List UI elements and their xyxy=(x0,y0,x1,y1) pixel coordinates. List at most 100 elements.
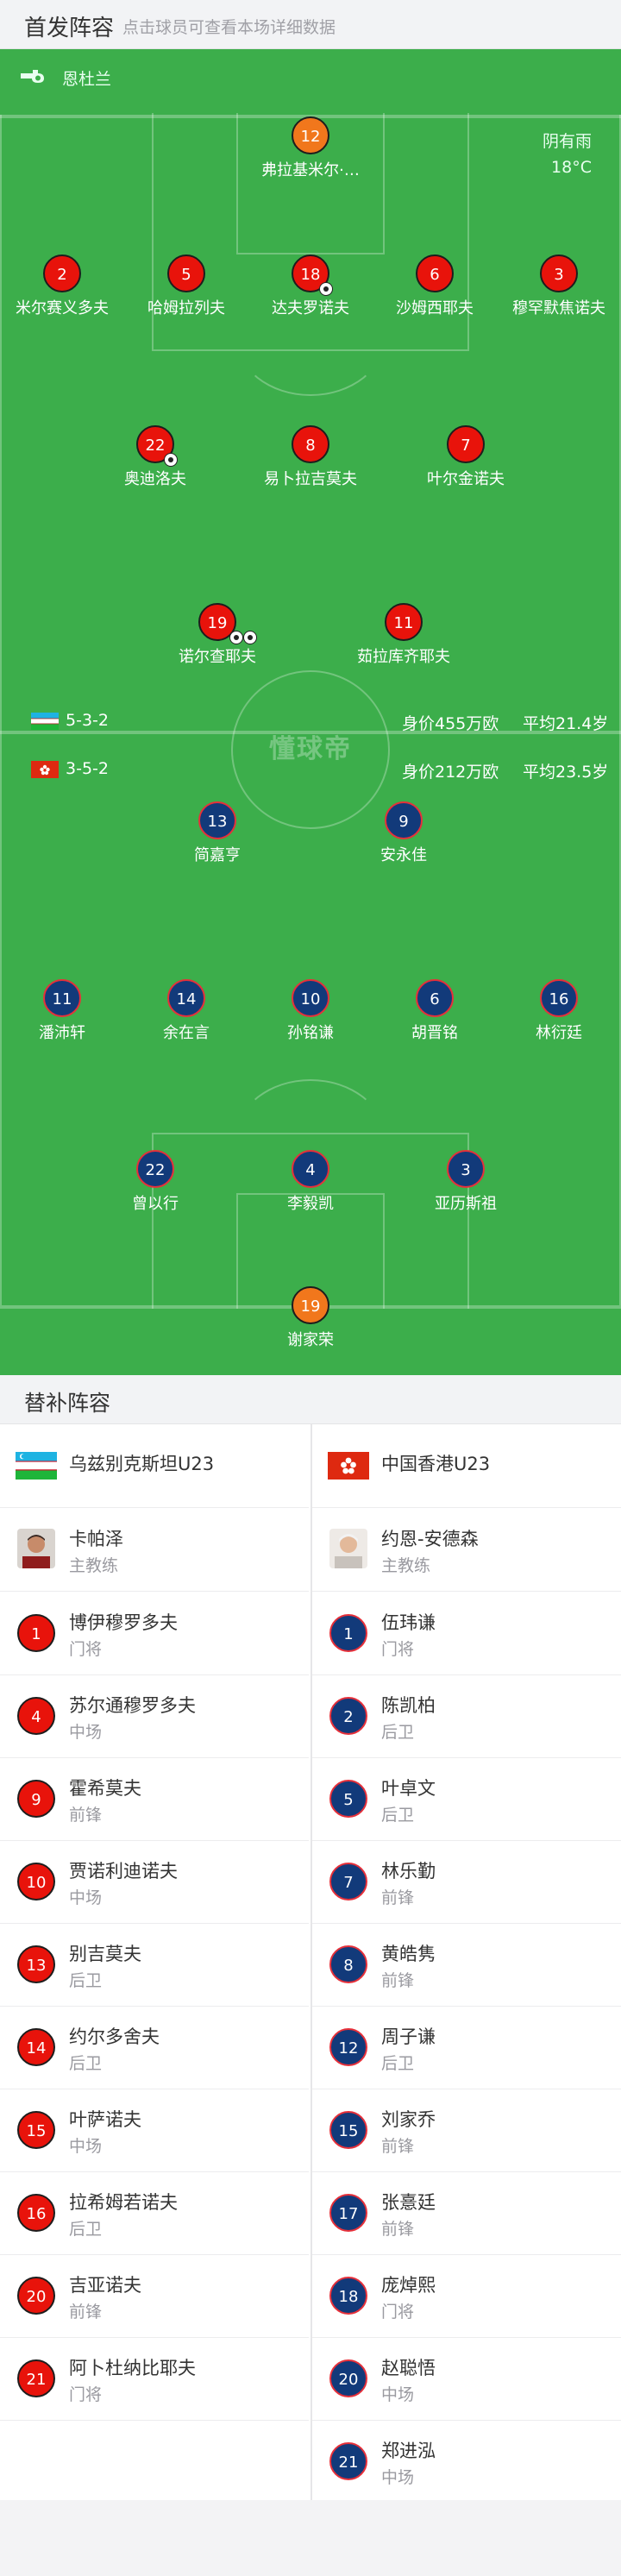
top-goal-box xyxy=(236,113,385,254)
home-player-d3[interactable]: 18 达夫罗诺夫 xyxy=(233,254,388,318)
player-name: 霍希莫夫 xyxy=(69,1778,141,1799)
coach-role: 主教练 xyxy=(381,1556,431,1575)
away-player-m4[interactable]: 6 胡晋铭 xyxy=(357,979,512,1043)
player-name: 余在言 xyxy=(163,1024,210,1042)
home-player-d5[interactable]: 3 穆罕默焦诺夫 xyxy=(481,254,621,318)
player-number: 21 xyxy=(329,2442,367,2480)
away-player-d3[interactable]: 3 亚历斯祖 xyxy=(388,1150,543,1214)
home-sub-player[interactable]: 4 苏尔通穆罗多夫 中场 xyxy=(0,1674,309,1758)
player-number: 19 xyxy=(292,1286,329,1324)
player-name: 黄皓隽 xyxy=(381,1944,436,1964)
home-coach[interactable]: 卡帕泽 主教练 xyxy=(0,1508,309,1592)
home-sub-player[interactable]: 13 别吉莫夫 后卫 xyxy=(0,1923,309,2007)
player-number: 2 xyxy=(43,254,81,292)
home-sub-player[interactable]: 20 吉亚诺夫 前锋 xyxy=(0,2254,309,2338)
away-player-f2[interactable]: 9 安永佳 xyxy=(326,801,481,865)
away-player-m3[interactable]: 10 孙铭谦 xyxy=(233,979,388,1043)
player-name: 林乐勤 xyxy=(381,1861,436,1882)
home-player-m3[interactable]: 7 叶尔金诺夫 xyxy=(388,425,543,489)
away-player-gk[interactable]: 19 谢家荣 xyxy=(233,1286,388,1350)
away-sub-player[interactable]: 8 黄皓隽 前锋 xyxy=(312,1923,621,2007)
home-team-header: 乌兹别克斯坦U23 xyxy=(0,1424,309,1508)
player-name: 诺尔查耶夫 xyxy=(179,648,256,666)
away-player-m2[interactable]: 14 余在言 xyxy=(109,979,264,1043)
home-sub-player[interactable]: 16 拉希姆若诺夫 后卫 xyxy=(0,2171,309,2255)
uzbekistan-flag-icon xyxy=(16,1452,57,1480)
player-number: 8 xyxy=(292,425,329,463)
home-sub-player[interactable]: 1 博伊穆罗多夫 门将 xyxy=(0,1592,309,1675)
player-number: 8 xyxy=(329,1945,367,1983)
player-number: 9 xyxy=(385,801,423,839)
player-name: 别吉莫夫 xyxy=(69,1944,141,1964)
home-player-m1[interactable]: 22 奥迪洛夫 xyxy=(78,425,233,489)
player-position: 中场 xyxy=(69,1723,103,1742)
home-player-d4[interactable]: 6 沙姆西耶夫 xyxy=(357,254,512,318)
away-market-value: 身价212万欧 xyxy=(402,763,499,782)
away-sub-player[interactable]: 7 林乐勤 前锋 xyxy=(312,1840,621,1924)
player-name: 潘沛轩 xyxy=(39,1024,85,1042)
away-sub-player[interactable]: 5 叶卓文 后卫 xyxy=(312,1757,621,1841)
player-name: 弗拉基米尔·… xyxy=(261,161,360,179)
player-number: 15 xyxy=(329,2111,367,2149)
hong-kong-flag-icon xyxy=(328,1452,369,1480)
away-sub-player[interactable]: 18 庞焯熙 门将 xyxy=(312,2254,621,2338)
home-sub-player[interactable]: 21 阿卜杜纳比耶夫 门将 xyxy=(0,2337,309,2421)
player-name: 伍玮谦 xyxy=(381,1612,436,1633)
player-number: 20 xyxy=(17,2277,55,2315)
top-penalty-arc xyxy=(235,275,386,396)
player-name: 李毅凯 xyxy=(287,1195,334,1213)
page-title: 首发阵容 xyxy=(24,16,115,41)
player-number: 12 xyxy=(329,2028,367,2066)
hong-kong-flag-icon xyxy=(31,761,59,778)
player-position: 前锋 xyxy=(69,1806,103,1825)
away-sub-player[interactable]: 17 张憙廷 前锋 xyxy=(312,2171,621,2255)
away-sub-player[interactable]: 15 刘家乔 前锋 xyxy=(312,2089,621,2172)
player-number: 17 xyxy=(329,2194,367,2232)
home-player-d2[interactable]: 5 哈姆拉列夫 xyxy=(109,254,264,318)
subs-header: 替补阵容 xyxy=(0,1375,621,1424)
coach-name: 卡帕泽 xyxy=(69,1529,123,1549)
player-number: 7 xyxy=(329,1863,367,1901)
player-number: 14 xyxy=(167,979,205,1017)
home-player-gk[interactable]: 12 弗拉基米尔·… xyxy=(233,116,388,180)
away-player-d1[interactable]: 22 曾以行 xyxy=(78,1150,233,1214)
away-player-m5[interactable]: 16 林衍廷 xyxy=(481,979,621,1043)
home-sub-player[interactable]: 15 叶萨诺夫 中场 xyxy=(0,2089,309,2172)
page-subtitle: 点击球员可查看本场详细数据 xyxy=(122,18,336,37)
home-sub-player[interactable]: 9 霍希莫夫 前锋 xyxy=(0,1757,309,1841)
home-player-d1[interactable]: 2 米尔赛义多夫 xyxy=(0,254,140,318)
home-player-m2[interactable]: 8 易卜拉吉莫夫 xyxy=(233,425,388,489)
coach-avatar xyxy=(329,1529,367,1568)
away-player-f1[interactable]: 13 简嘉亨 xyxy=(140,801,295,865)
player-position: 后卫 xyxy=(69,2054,103,2073)
away-sub-player[interactable]: 21 郑进泓 中场 xyxy=(312,2420,621,2503)
home-sub-player[interactable]: 10 贾诺利迪诺夫 中场 xyxy=(0,1840,309,1924)
home-player-f2[interactable]: 11 茹拉库齐耶夫 xyxy=(326,603,481,667)
coach-name: 约恩-安德森 xyxy=(381,1529,479,1549)
player-name: 庞焯熙 xyxy=(381,2275,436,2296)
away-sub-player[interactable]: 2 陈凯柏 后卫 xyxy=(312,1674,621,1758)
away-sub-player[interactable]: 20 赵聪悟 中场 xyxy=(312,2337,621,2421)
weather-condition: 阴有雨 xyxy=(542,132,592,151)
subs-list: 乌兹别克斯坦U23 中国香港U23 卡帕泽 主教练 约恩-安德森 主教练 xyxy=(0,1424,621,2500)
away-team-header: 中国香港U23 xyxy=(312,1424,621,1508)
player-name: 胡晋铭 xyxy=(411,1024,458,1042)
player-name: 拉希姆若诺夫 xyxy=(69,2192,178,2213)
lineup-header: 首发阵容 点击球员可查看本场详细数据 xyxy=(0,0,621,49)
player-number: 10 xyxy=(292,979,329,1017)
player-name: 赵聪悟 xyxy=(381,2358,436,2378)
player-number: 22 xyxy=(136,1150,174,1188)
away-sub-player[interactable]: 12 周子谦 后卫 xyxy=(312,2006,621,2089)
home-sub-player[interactable]: 14 约尔多舍夫 后卫 xyxy=(0,2006,309,2089)
away-coach[interactable]: 约恩-安德森 主教练 xyxy=(312,1508,621,1592)
home-formation: 5-3-2 xyxy=(66,711,109,730)
player-number: 20 xyxy=(329,2359,367,2397)
away-player-m1[interactable]: 11 潘沛轩 xyxy=(0,979,140,1043)
player-number: 13 xyxy=(17,1945,55,1983)
column-divider xyxy=(310,1424,312,2500)
player-number: 14 xyxy=(17,2028,55,2066)
away-player-d2[interactable]: 4 李毅凯 xyxy=(233,1150,388,1214)
home-player-f1[interactable]: 19 诺尔查耶夫 xyxy=(140,603,295,667)
away-sub-player[interactable]: 1 伍玮谦 门将 xyxy=(312,1592,621,1675)
player-number: 15 xyxy=(17,2111,55,2149)
